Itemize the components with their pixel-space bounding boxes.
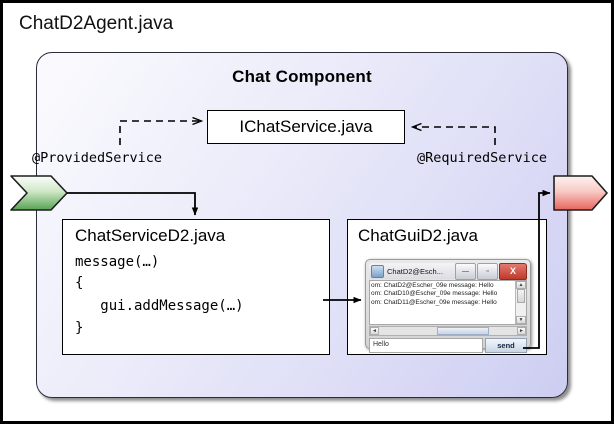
scroll-left-icon[interactable]: ◄ xyxy=(370,327,379,335)
chat-service-class-name: ChatServiceD2.java xyxy=(75,226,226,245)
maximize-button[interactable]: ▫ xyxy=(477,263,498,280)
send-button[interactable]: send xyxy=(485,338,527,353)
chat-message-row: om: ChatD10@Escher_09e message: Hello xyxy=(371,290,498,298)
component-title: Chat Component xyxy=(232,67,372,86)
chat-message-row: om: ChatD11@Escher_09e message: Hello xyxy=(371,298,497,306)
interface-box[interactable]: IChatService.java xyxy=(207,110,405,144)
chat-message-list: om: ChatD2@Escher_09e message: Hello om:… xyxy=(370,281,515,324)
code-line-add-message: gui.addMessage(…) xyxy=(75,298,244,314)
close-button[interactable]: X xyxy=(499,263,527,280)
chat-gui-class-name: ChatGuiD2.java xyxy=(358,226,479,245)
chat-message-area[interactable]: om: ChatD2@Escher_09e message: Hello om:… xyxy=(369,280,527,325)
scroll-right-icon[interactable]: ► xyxy=(517,327,526,335)
chat-window-titlebar[interactable]: ChatD2@Esch... — ▫ X xyxy=(369,263,527,280)
window-controls: — ▫ X xyxy=(454,263,527,280)
provided-service-annotation: @ProvidedService xyxy=(32,150,163,166)
required-service-annotation: @RequiredService xyxy=(417,150,548,166)
chat-window-title: ChatD2@Esch... xyxy=(387,266,443,276)
horizontal-scroll-thumb[interactable] xyxy=(436,327,490,335)
vertical-scroll-thumb[interactable] xyxy=(517,289,525,303)
code-line-message: message(…) xyxy=(75,254,160,270)
horizontal-scroll-track[interactable] xyxy=(379,327,517,335)
chat-service-class-box[interactable]: ChatServiceD2.java message(…) { gui.addM… xyxy=(62,219,330,355)
chat-input-row: Hello send xyxy=(369,338,527,353)
code-line-open-brace: { xyxy=(75,275,84,291)
code-line-close-brace: } xyxy=(75,320,84,336)
chat-message-input[interactable]: Hello xyxy=(369,338,483,353)
java-app-icon xyxy=(371,264,384,278)
scroll-up-icon[interactable]: ▲ xyxy=(516,281,526,289)
vertical-scrollbar[interactable]: ▲ ▼ xyxy=(515,281,526,324)
embedded-chat-window[interactable]: ChatD2@Esch... — ▫ X om: ChatD2@Escher_0… xyxy=(365,259,531,353)
horizontal-scrollbar[interactable]: ◄ ► xyxy=(369,326,527,336)
scroll-down-icon[interactable]: ▼ xyxy=(516,316,526,324)
minimize-button[interactable]: — xyxy=(455,263,476,280)
agent-title: ChatD2Agent.java xyxy=(19,13,174,34)
chat-message-row: om: ChatD2@Escher_09e message: Hello xyxy=(371,282,494,289)
interface-label: IChatService.java xyxy=(239,117,373,136)
